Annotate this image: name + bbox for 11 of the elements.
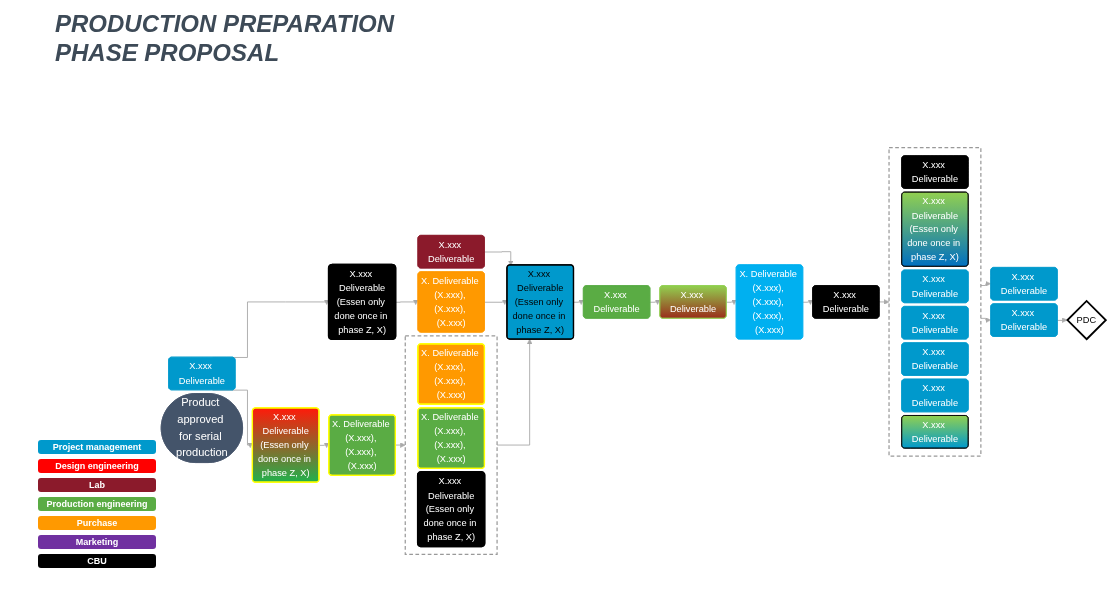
legend-entry: Design engineering [38, 459, 156, 473]
cluster [404, 335, 498, 555]
node-diamond: PDC [1066, 299, 1107, 341]
legend-entry: Project management [38, 440, 156, 454]
legend-entry: Purchase [38, 516, 156, 530]
legend-entry: CBU [38, 554, 156, 568]
legend-entry: Marketing [38, 535, 156, 549]
diagram-title: PRODUCTION PREPARATION PHASE PROPOSAL [55, 10, 396, 68]
legend-entry: Production engineering [38, 497, 156, 511]
legend-entry: Lab [38, 478, 156, 492]
cluster [888, 147, 982, 457]
